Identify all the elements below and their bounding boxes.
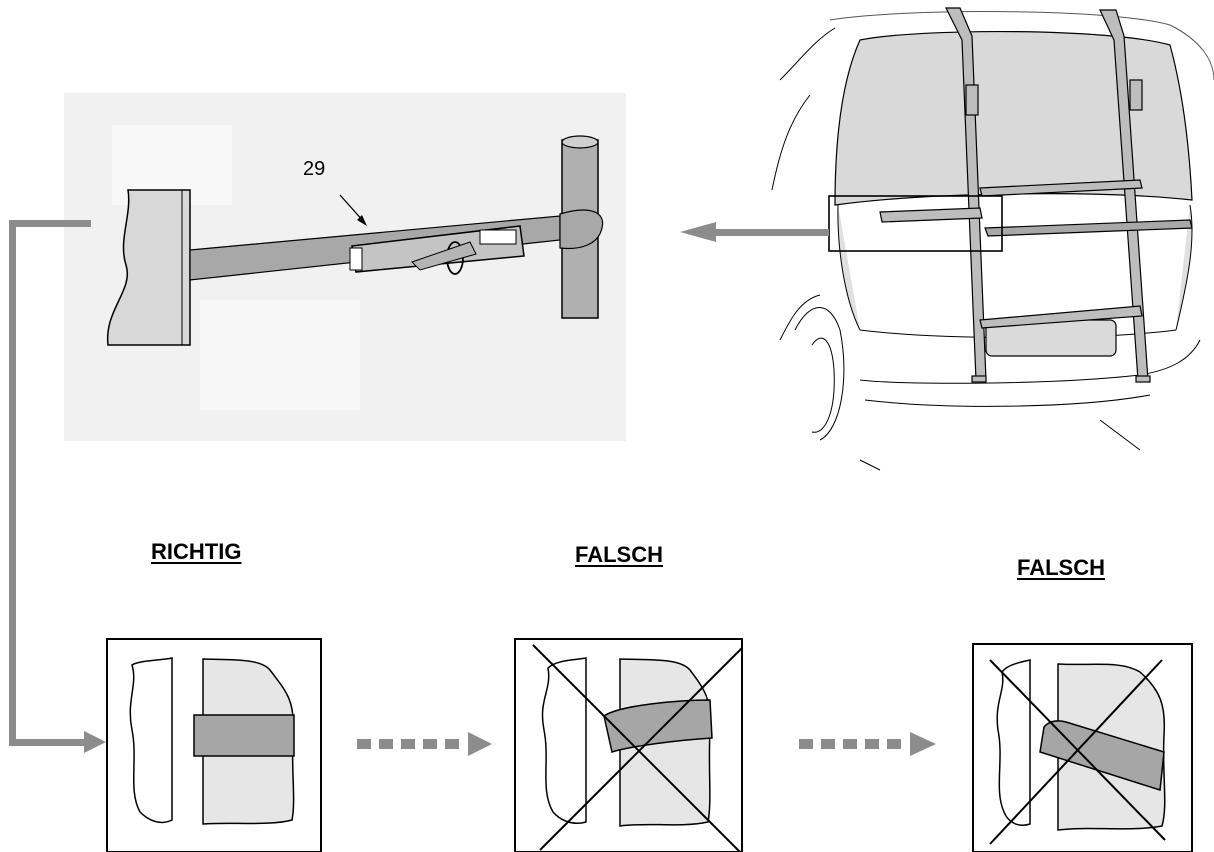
cross-mark-2b (989, 659, 1163, 845)
label-richtig: RICHTIG (151, 539, 242, 564)
dotted-arrow-2 (799, 732, 936, 756)
label-falsch-1: FALSCH (575, 542, 663, 567)
cross-mark-1a (532, 644, 741, 852)
label-falsch-2: FALSCH (1017, 555, 1105, 580)
rear-window (834, 30, 1193, 206)
callout-number: 29 (303, 158, 326, 180)
panel-correct (106, 638, 322, 852)
detail-highlight-box (828, 195, 1003, 252)
dotted-arrow-1 (357, 732, 492, 756)
strap-wrong-2 (1039, 720, 1165, 791)
strap-wrong-1 (603, 699, 713, 753)
panel-wrong-2 (972, 643, 1193, 852)
connector-arrow (9, 220, 106, 753)
door-edge (106, 189, 191, 346)
strap-correct (193, 714, 295, 757)
car-rear-illustration (771, 7, 1214, 471)
arrow-to-detail (680, 222, 829, 242)
strap-detail-view (64, 93, 626, 441)
panel-wrong-1 (514, 638, 743, 852)
cross-mark-1b (539, 647, 743, 851)
